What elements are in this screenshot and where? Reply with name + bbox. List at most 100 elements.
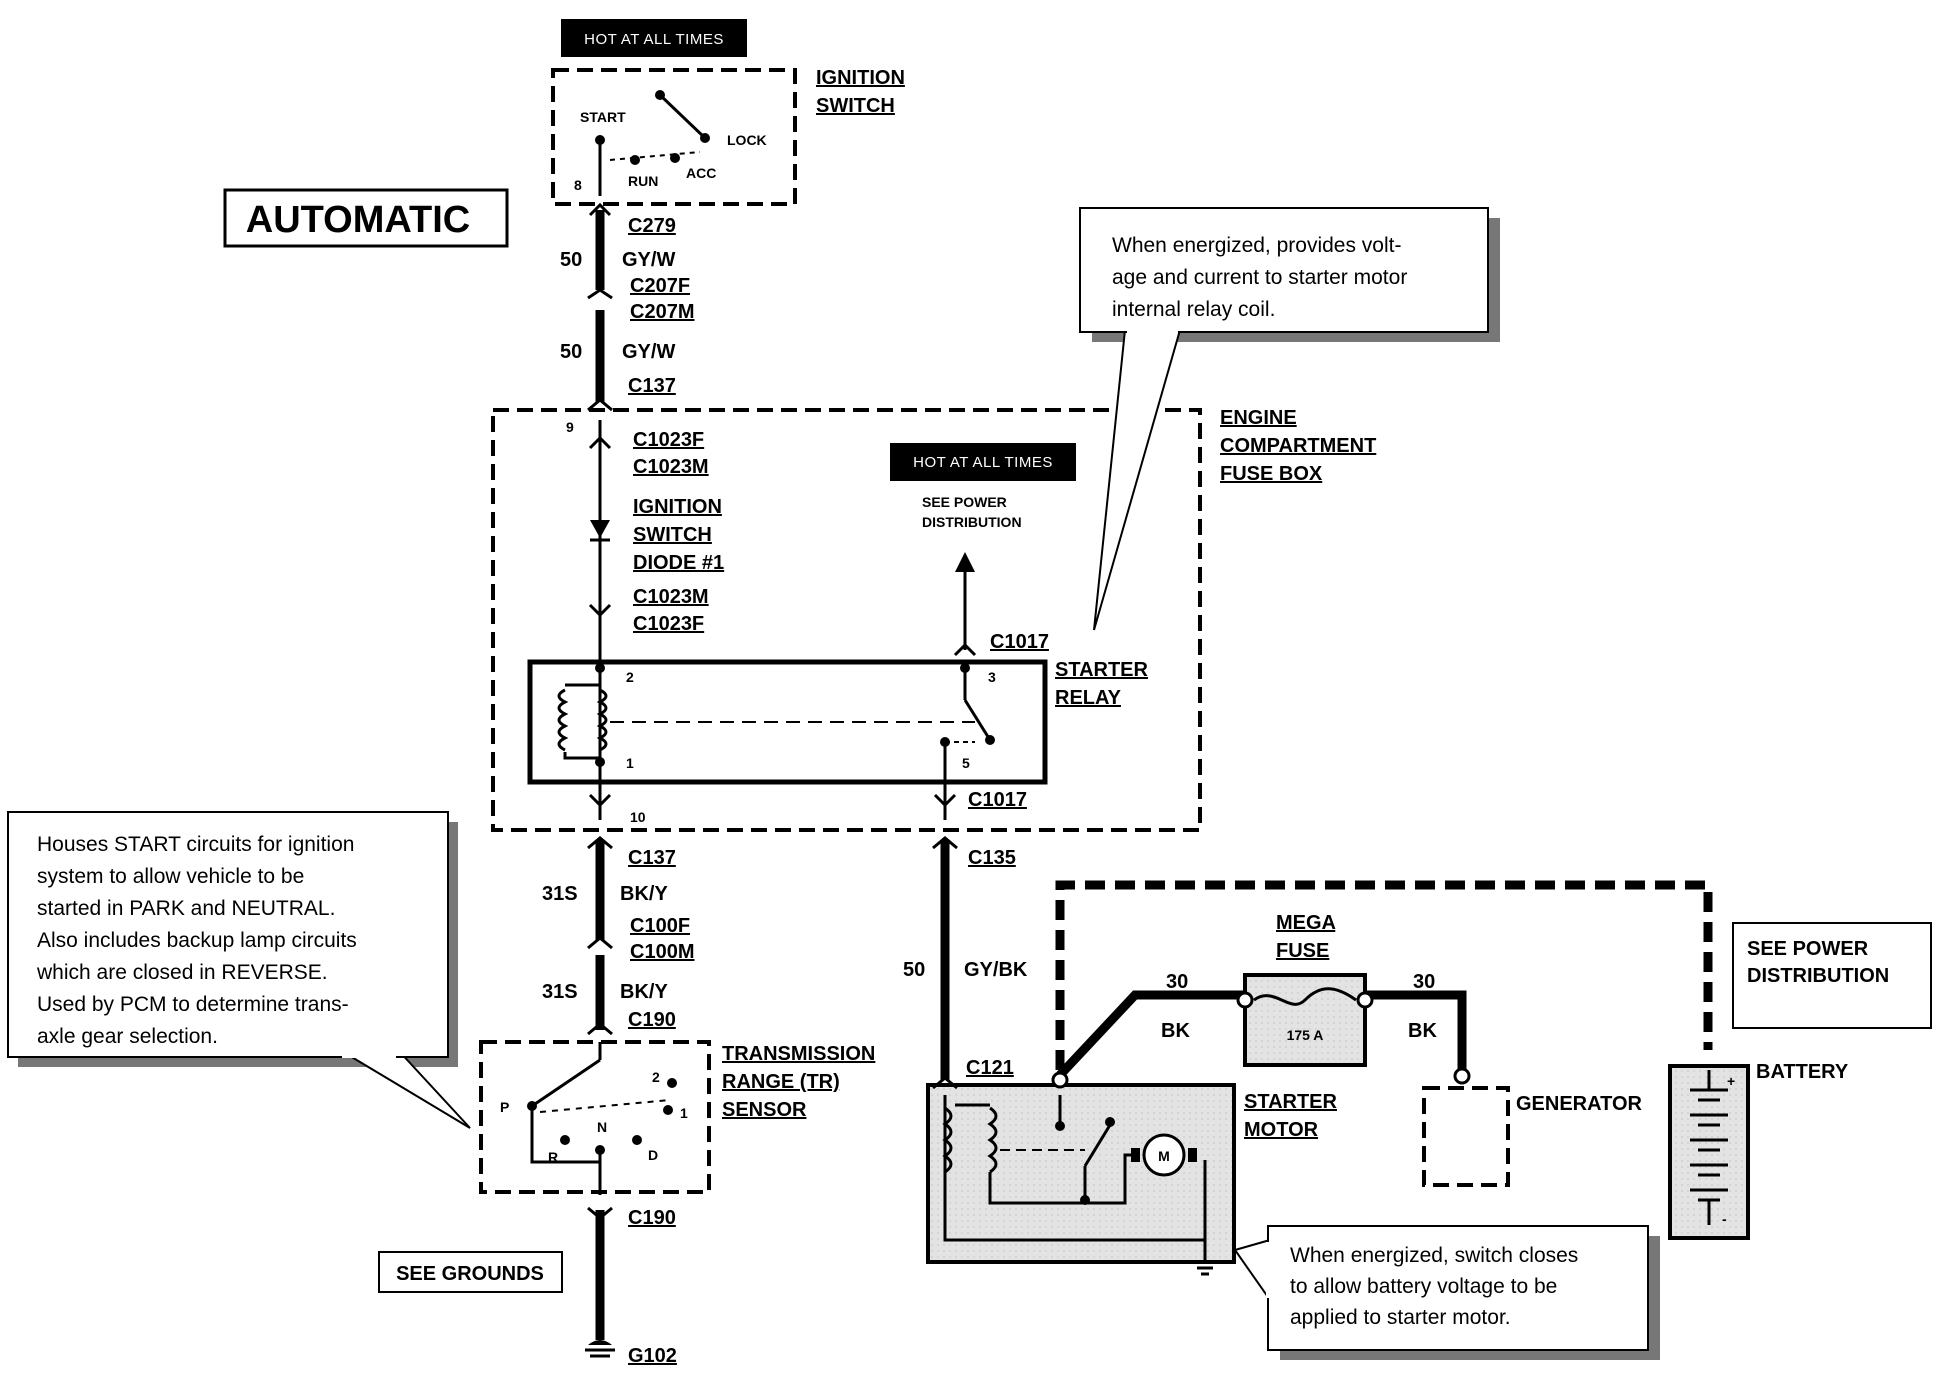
circuit-50-lower: 50 (560, 341, 582, 363)
connector-c190-top-mark (587, 1022, 613, 1036)
wire-mega-fuse-left (1056, 990, 1245, 1079)
circuit-30-right: 30 (1413, 971, 1435, 993)
connector-c190-top: C190 (628, 1009, 676, 1031)
ground-g102-symbol (585, 1340, 615, 1358)
ignition-pin-8: 8 (574, 177, 582, 193)
starter-motor-brush-left (1131, 1148, 1140, 1162)
svg-text:When energized, provides volt-: When energized, provides volt- age and c… (1112, 234, 1413, 321)
starter-relay-label: STARTER RELAY (1055, 659, 1154, 709)
circuit-31s-upper: 31S (542, 883, 578, 905)
connector-c100m: C100M (630, 941, 694, 963)
starter-motor-armature (1142, 1133, 1186, 1177)
starter-relay-contacts (940, 663, 995, 782)
circuit-bk-right: BK (1408, 1020, 1437, 1042)
connector-c1017-top: C1017 (990, 631, 1049, 653)
circuit-bky-lower: BK/Y (620, 981, 668, 1003)
starter-motor-label: STARTER MOTOR (1244, 1091, 1343, 1141)
engine-compartment-fuse-box (491, 408, 1202, 832)
generator-housing (1422, 1086, 1510, 1187)
circuit-gyw-upper: GY/W (622, 249, 675, 271)
page-title: AUTOMATIC (246, 199, 470, 241)
starter-relay-coil (557, 663, 608, 767)
fuse-box-pin-10: 10 (630, 809, 646, 825)
connector-c1023f-bottom: C1023F (633, 613, 704, 635)
fuse-box-pin-9: 9 (566, 419, 574, 435)
relay-pin-5: 5 (962, 755, 970, 771)
connector-c135: C135 (968, 847, 1016, 869)
ignition-switch-housing (551, 68, 797, 206)
circuit-bk-left: BK (1161, 1020, 1190, 1042)
relay-pin-3: 3 (988, 669, 996, 685)
ignition-hot-label: HOT AT ALL TIMES (584, 31, 724, 48)
starter-motor-brush-right (1188, 1148, 1197, 1162)
mega-fuse-element (1253, 987, 1357, 1006)
connector-c137-mark (587, 398, 613, 412)
see-power-distribution-inside: SEE POWER DISTRIBUTION (922, 494, 1022, 530)
see-power-distribution-label: SEE POWER DISTRIBUTION (1747, 938, 1889, 987)
see-power-distribution-box (1732, 922, 1932, 1029)
trs-position-p: P (500, 1099, 509, 1115)
see-grounds-label: SEE GROUNDS (396, 1263, 544, 1285)
connector-c137-bottom-mark (587, 836, 613, 850)
engine-compartment-fuse-box-label: ENGINE COMPARTMENT FUSE BOX (1220, 407, 1382, 485)
trs-callout: Houses START circuits for ignition syste… (7, 811, 471, 1129)
connector-c1017-bottom: C1017 (968, 789, 1027, 811)
circuit-bky-upper: BK/Y (620, 883, 668, 905)
circuit-31s-lower: 31S (542, 981, 578, 1003)
ground-g102-label: G102 (628, 1345, 677, 1367)
battery-cells (1690, 1070, 1728, 1225)
connector-c190-bottom-mark (587, 1206, 613, 1220)
ignition-switch-diode-label: IGNITION SWITCH DIODE #1 (633, 496, 727, 574)
connector-c279: C279 (628, 215, 676, 237)
wire-mega-fuse-right (1365, 990, 1467, 1072)
svg-text:When energized, switch closes: When energized, switch closes to allow b… (1290, 1244, 1584, 1329)
connector-c1023-top-mark (588, 435, 612, 450)
switch-position-start: START (580, 109, 626, 125)
starter-motor-housing (926, 1083, 1236, 1264)
ignition-switch-contacts (595, 90, 710, 196)
connector-c121: C121 (966, 1057, 1014, 1079)
connector-c1023m-bottom: C1023M (633, 586, 709, 608)
connector-c1023-bottom-mark (588, 603, 612, 618)
transmission-range-sensor-label: TRANSMISSION RANGE (TR) SENSOR (722, 1043, 881, 1121)
battery-plus: + (1727, 1073, 1735, 1089)
battery-minus: - (1722, 1211, 1727, 1227)
page-title-frame (223, 188, 509, 248)
ignition-switch-diode-symbol (590, 520, 610, 538)
circuit-gybk: GY/BK (964, 959, 1028, 981)
connector-c137-top: C137 (628, 375, 676, 397)
connector-c100f: C100F (630, 915, 690, 937)
generator-label: GENERATOR (1516, 1093, 1642, 1115)
circuit-50-upper: 50 (560, 249, 582, 271)
starter-relay-box (527, 659, 1048, 785)
svg-text:Houses START circuits for igni: Houses START circuits for ignition syste… (36, 833, 363, 1048)
connector-c190-bottom: C190 (628, 1207, 676, 1229)
connector-c1023f-top: C1023F (633, 429, 704, 451)
see-grounds-box (378, 1251, 563, 1293)
battery-label: BATTERY (1756, 1061, 1849, 1083)
transmission-range-sensor-contacts (527, 1042, 677, 1195)
ignition-hot-badge (561, 19, 747, 57)
trs-position-1: 1 (680, 1105, 688, 1121)
trs-position-d: D (648, 1147, 658, 1163)
connector-c279-mark (588, 202, 612, 217)
mega-fuse-rating: 175 A (1287, 1027, 1324, 1043)
connector-c100-mark (587, 936, 613, 950)
fuse-box-hot-label: HOT AT ALL TIMES (913, 454, 1053, 471)
connector-c137-bottom: C137 (628, 847, 676, 869)
wire-power-distribution-loop (1055, 880, 1713, 1070)
ignition-switch-label: IGNITION SWITCH (816, 67, 910, 117)
trs-position-r: R (548, 1149, 558, 1165)
switch-position-acc: ACC (686, 165, 716, 181)
starter-motor-m: M (1158, 1148, 1170, 1164)
switch-position-run: RUN (628, 173, 658, 189)
relay-pin-2: 2 (626, 669, 634, 685)
relay-callout: When energized, provides volt- age and c… (1079, 207, 1500, 631)
connector-c207f: C207F (630, 275, 690, 297)
fuse-box-hot-badge (890, 443, 1076, 481)
connector-c207-mark (587, 288, 613, 300)
starter-motor-ground-symbol (1192, 1240, 1218, 1276)
trs-position-2: 2 (652, 1069, 660, 1085)
circuit-50-starter: 50 (903, 959, 925, 981)
starter-motor-solenoid (942, 1095, 1207, 1242)
